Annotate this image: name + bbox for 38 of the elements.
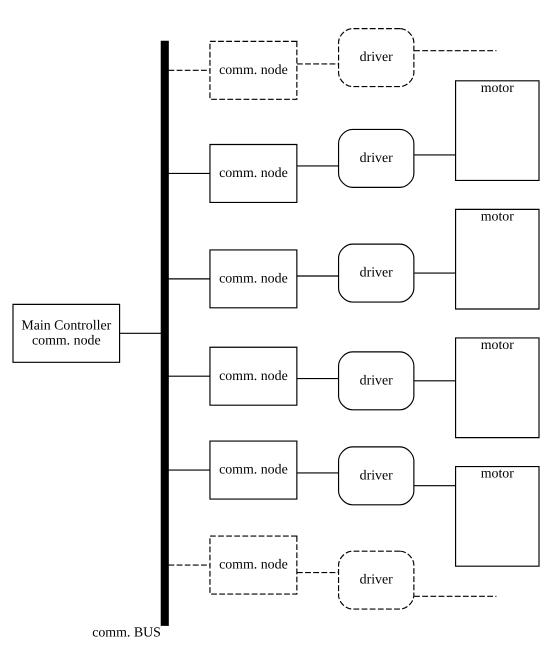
node-label: comm. BUS bbox=[92, 624, 161, 640]
node-box: comm. node bbox=[209, 346, 298, 406]
connector bbox=[414, 154, 456, 155]
node-box: Main Controller comm. node bbox=[12, 303, 120, 362]
connector bbox=[414, 595, 496, 596]
connector bbox=[414, 50, 496, 51]
connector bbox=[297, 274, 338, 276]
node-box: motor bbox=[455, 208, 540, 310]
connector bbox=[168, 278, 210, 279]
connector bbox=[414, 380, 456, 381]
connector bbox=[120, 332, 162, 334]
node-box: driver bbox=[338, 550, 414, 610]
connector bbox=[168, 468, 210, 470]
node-box: motor bbox=[455, 466, 540, 566]
connector bbox=[168, 375, 210, 376]
node-box: motor bbox=[455, 80, 540, 180]
node-box: driver bbox=[338, 446, 414, 505]
node-box: comm. node bbox=[209, 535, 298, 594]
node-box: driver bbox=[338, 350, 414, 410]
node-box: driver bbox=[338, 28, 414, 87]
node-box: driver bbox=[338, 243, 414, 302]
node-box: comm. node bbox=[209, 440, 298, 500]
connector bbox=[414, 272, 456, 274]
connector bbox=[297, 164, 338, 166]
connector bbox=[168, 69, 210, 70]
node-bar bbox=[160, 40, 169, 626]
connector bbox=[168, 172, 210, 174]
node-box: comm. node bbox=[209, 248, 298, 308]
node-box: driver bbox=[338, 128, 414, 188]
connector bbox=[414, 484, 456, 486]
node-box: comm. node bbox=[209, 40, 298, 100]
connector bbox=[297, 572, 338, 573]
node-box: comm. node bbox=[209, 143, 298, 202]
connector bbox=[297, 377, 338, 379]
connector bbox=[297, 62, 338, 64]
node-box: motor bbox=[455, 336, 540, 438]
connector bbox=[168, 564, 210, 566]
connector bbox=[297, 472, 338, 474]
